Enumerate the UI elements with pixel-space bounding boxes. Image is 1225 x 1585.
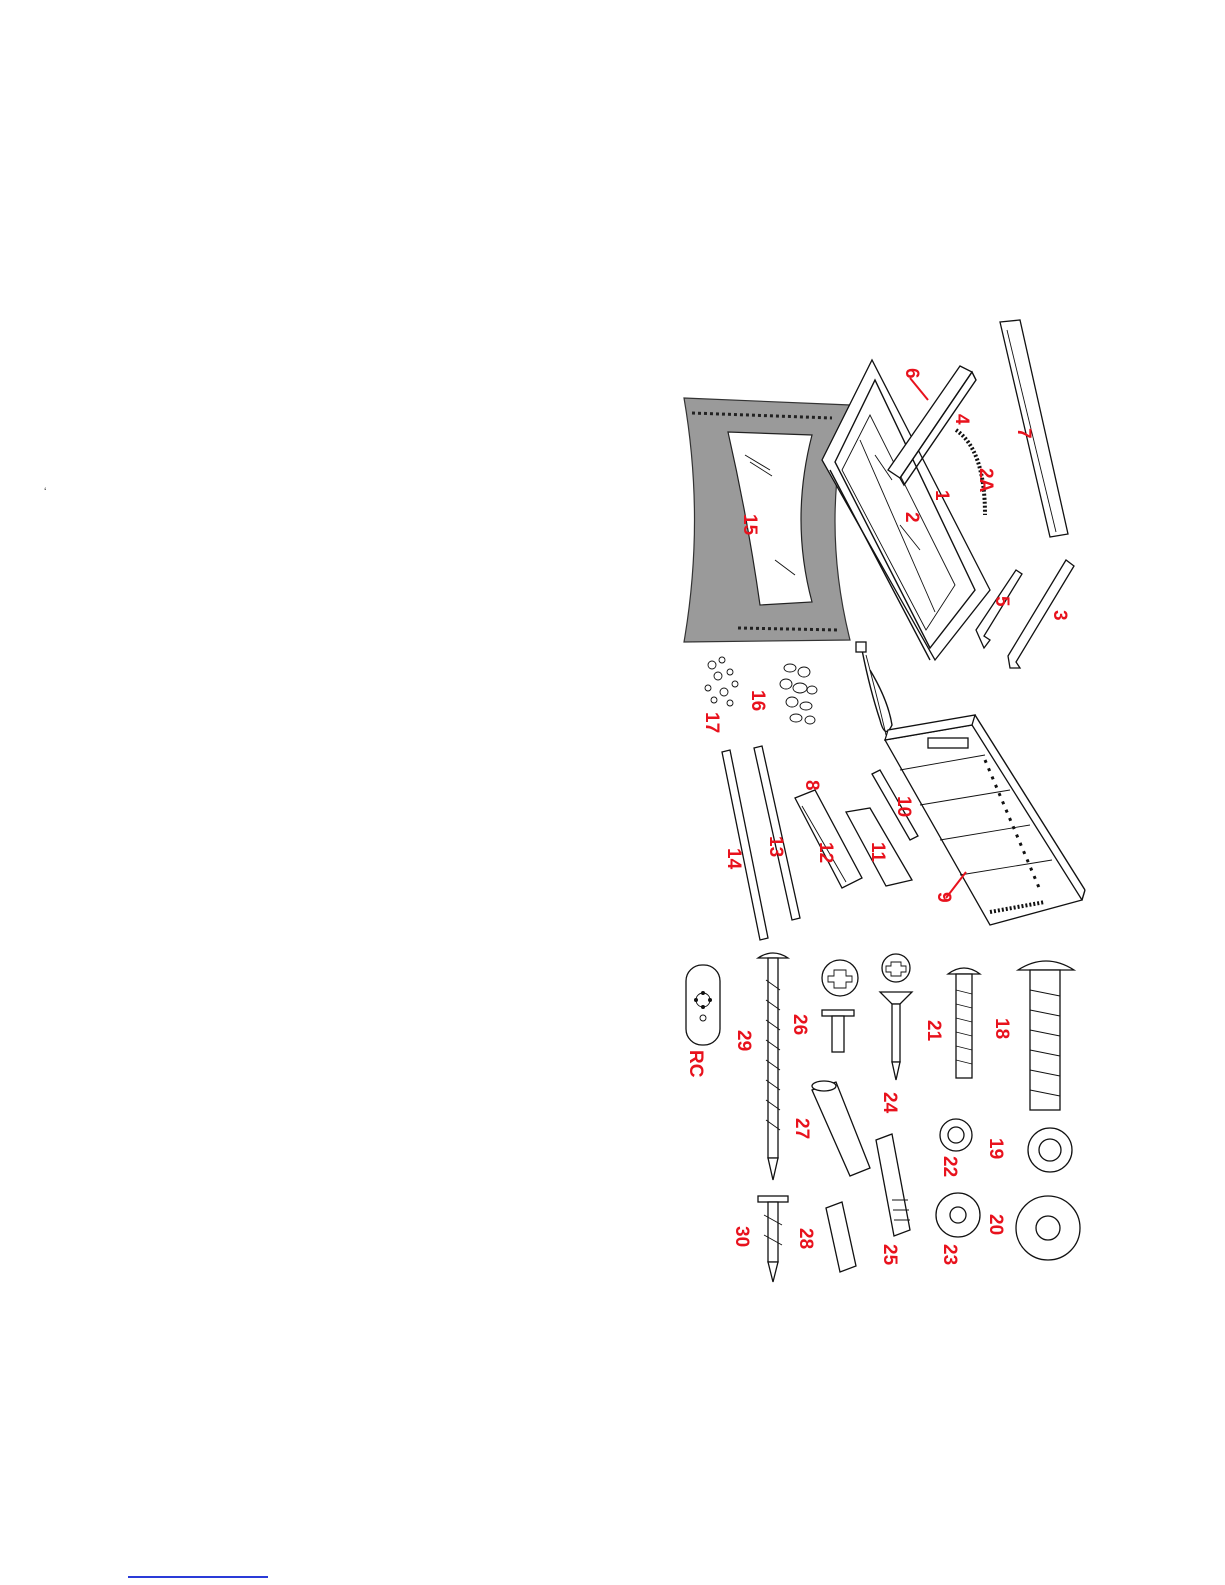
label-16: 16 — [747, 690, 768, 711]
label-30: 30 — [731, 1226, 752, 1247]
part-9-pointer — [946, 872, 966, 898]
remote-control — [686, 965, 720, 1045]
label-1: 1 — [931, 490, 952, 501]
label-22: 22 — [939, 1156, 960, 1177]
label-18: 18 — [991, 1018, 1012, 1039]
part-16-large-stones — [780, 664, 817, 724]
part-27-wall-anchor — [812, 1081, 870, 1176]
part-28-plug — [826, 1202, 856, 1272]
label-8: 8 — [801, 780, 822, 791]
label-14: 14 — [723, 848, 744, 870]
label-10: 10 — [893, 796, 914, 817]
label-24: 24 — [879, 1092, 900, 1114]
label-15: 15 — [739, 514, 760, 536]
label-26: 26 — [789, 1014, 810, 1035]
part-18-bolt — [1018, 961, 1074, 1110]
label-6: 6 — [901, 368, 922, 379]
part-29-long-screw — [758, 953, 788, 1180]
label-25: 25 — [879, 1244, 900, 1266]
label-4: 4 — [951, 414, 972, 425]
part-9-heater-box — [885, 715, 1085, 925]
power-cord — [856, 642, 892, 735]
label-19: 19 — [985, 1138, 1006, 1159]
label-9: 9 — [933, 892, 954, 903]
label-11: 11 — [867, 842, 888, 863]
label-29: 29 — [733, 1030, 754, 1051]
label-7: 7 — [1013, 428, 1034, 439]
part-6-pointer — [910, 378, 928, 400]
label-27: 27 — [791, 1118, 812, 1139]
part-21-bolt — [948, 968, 980, 1078]
part-19-lock-washer — [1028, 1128, 1072, 1172]
label-3: 3 — [1049, 610, 1070, 621]
part-12-tray — [795, 790, 862, 888]
footer-link-underline[interactable] — [128, 1576, 268, 1578]
part-15-glass-panel — [684, 398, 850, 642]
label-17: 17 — [701, 712, 722, 733]
part-22-lock-washer — [940, 1119, 972, 1151]
part-30-screw — [758, 1196, 788, 1282]
label-20: 20 — [985, 1214, 1006, 1235]
label-13: 13 — [765, 836, 786, 857]
part-25-anchor-bolt — [876, 1134, 910, 1236]
part-13-trim — [754, 746, 800, 920]
label-5: 5 — [991, 596, 1012, 607]
part-24-screw — [880, 954, 912, 1080]
part-17-small-stones — [705, 657, 738, 706]
part-26-screw — [822, 960, 858, 1052]
part-20-washer — [1016, 1196, 1080, 1260]
label-rc: RC — [685, 1050, 706, 1078]
label-28: 28 — [795, 1228, 816, 1249]
part-23-washer — [936, 1193, 980, 1237]
label-21: 21 — [923, 1020, 944, 1042]
label-12: 12 — [815, 842, 836, 863]
label-2: 2 — [901, 512, 922, 523]
label-2a: 2A — [975, 468, 996, 493]
label-23: 23 — [939, 1244, 960, 1265]
